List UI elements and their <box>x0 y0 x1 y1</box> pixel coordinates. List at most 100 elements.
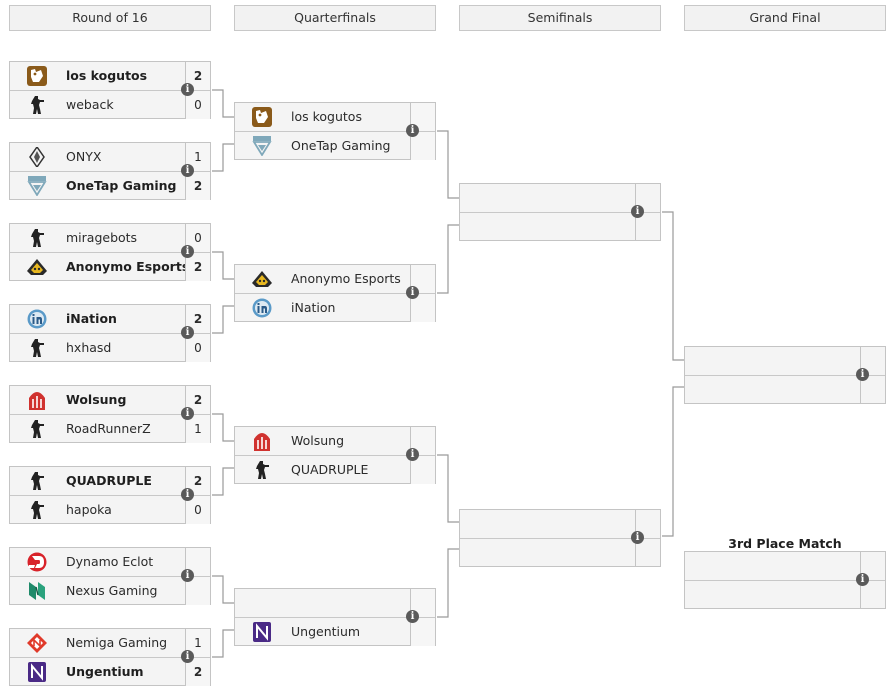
ination-logo-icon <box>251 298 273 318</box>
match-qf-2[interactable]: Wolsung QUADRUPLE <box>234 426 436 484</box>
team-row[interactable]: iNation <box>235 293 435 322</box>
kogutos-logo-icon <box>251 107 273 127</box>
csgo-player-icon <box>26 338 48 358</box>
team-name: hapoka <box>66 502 112 517</box>
wolsung-logo-icon <box>26 390 48 410</box>
csgo-player-icon <box>26 419 48 439</box>
match-info-icon[interactable]: i <box>181 245 194 258</box>
onetap-logo-icon <box>26 176 48 196</box>
ungentium-logo-icon <box>26 662 48 682</box>
csgo-player-icon <box>26 228 48 248</box>
anonymo-logo-icon <box>26 257 48 277</box>
kogutos-logo-icon <box>26 66 48 86</box>
team-name: OneTap Gaming <box>291 138 391 153</box>
team-row[interactable] <box>685 552 885 580</box>
team-score <box>635 510 660 538</box>
nexus-logo-icon <box>26 581 48 601</box>
match-qf-0[interactable]: los kogutos OneTap Gaming <box>234 102 436 160</box>
csgo-player-icon <box>251 460 273 480</box>
dynamo-logo-icon <box>26 552 48 572</box>
match-info-icon[interactable]: i <box>631 531 644 544</box>
team-row[interactable]: Dynamo Eclot <box>10 548 210 576</box>
team-row[interactable]: Ungentium <box>235 617 435 646</box>
team-row[interactable] <box>685 580 885 609</box>
team-row[interactable]: QUADRUPLE <box>235 455 435 484</box>
team-row[interactable]: Nexus Gaming <box>10 576 210 605</box>
team-score <box>860 552 885 580</box>
team-row[interactable] <box>235 589 435 617</box>
team-name: QUADRUPLE <box>291 462 369 477</box>
round-header-r16: Round of 16 <box>9 5 211 31</box>
team-row[interactable]: los kogutos <box>235 103 435 131</box>
nemiga-logo-icon <box>26 633 48 653</box>
team-name: Wolsung <box>66 392 127 407</box>
match-sf-0[interactable] <box>459 183 661 241</box>
match-info-icon[interactable]: i <box>181 326 194 339</box>
team-score <box>860 347 885 375</box>
team-row[interactable] <box>460 212 660 241</box>
team-row[interactable]: OneTap Gaming <box>235 131 435 160</box>
team-row[interactable] <box>685 375 885 404</box>
team-row[interactable] <box>460 538 660 567</box>
match-grand-final[interactable] <box>684 346 886 404</box>
team-row[interactable]: Anonymo Esports <box>235 265 435 293</box>
team-row[interactable] <box>460 184 660 212</box>
match-info-icon[interactable]: i <box>406 610 419 623</box>
match-info-icon[interactable]: i <box>631 205 644 218</box>
match-info-icon[interactable]: i <box>856 368 869 381</box>
match-sf-1[interactable] <box>459 509 661 567</box>
match-info-icon[interactable]: i <box>406 448 419 461</box>
team-name: ONYX <box>66 149 102 164</box>
team-row[interactable] <box>460 510 660 538</box>
team-name: los kogutos <box>66 68 148 83</box>
onyx-logo-icon <box>26 147 48 167</box>
team-name: OneTap Gaming <box>66 178 177 193</box>
match-r16-6[interactable]: Dynamo Eclot Nexus Gaming <box>9 547 211 605</box>
ungentium-logo-icon <box>251 622 273 642</box>
match-info-icon[interactable]: i <box>181 164 194 177</box>
match-info-icon[interactable]: i <box>181 488 194 501</box>
round-header-qf: Quarterfinals <box>234 5 436 31</box>
match-info-icon[interactable]: i <box>406 286 419 299</box>
match-info-icon[interactable]: i <box>181 83 194 96</box>
team-score <box>635 184 660 212</box>
match-info-icon[interactable]: i <box>181 569 194 582</box>
team-score <box>860 376 885 404</box>
team-row[interactable] <box>685 347 885 375</box>
match-info-icon[interactable]: i <box>406 124 419 137</box>
team-name: QUADRUPLE <box>66 473 152 488</box>
team-name: weback <box>66 97 114 112</box>
match-info-icon[interactable]: i <box>856 573 869 586</box>
team-name: iNation <box>66 311 117 326</box>
team-score <box>635 213 660 241</box>
team-name: Wolsung <box>291 433 345 448</box>
team-name: RoadRunnerZ <box>66 421 151 436</box>
match-third-place[interactable] <box>684 551 886 609</box>
team-name: Ungentium <box>291 624 361 639</box>
team-name: hxhasd <box>66 340 112 355</box>
team-name: miragebots <box>66 230 138 245</box>
match-info-icon[interactable]: i <box>181 650 194 663</box>
csgo-player-icon <box>26 500 48 520</box>
ination-logo-icon <box>26 309 48 329</box>
match-info-icon[interactable]: i <box>181 407 194 420</box>
team-row[interactable]: Wolsung <box>235 427 435 455</box>
